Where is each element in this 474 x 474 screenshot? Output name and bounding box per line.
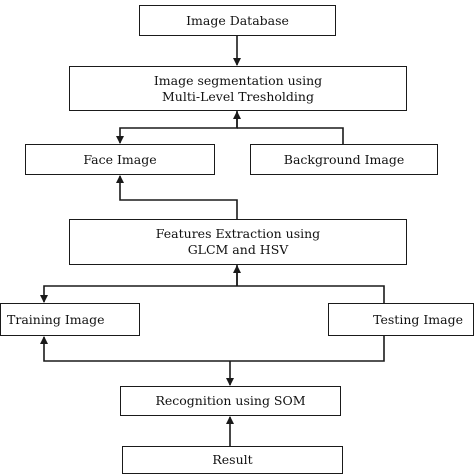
node-testing-image: Testing Image	[328, 303, 474, 336]
node-label: Image Database	[186, 12, 289, 28]
node-label: Image segmentation using Multi-Level Tre…	[153, 72, 323, 104]
node-label: Recognition using SOM	[155, 393, 306, 408]
node-image-segmentation: Image segmentation using Multi-Level Tre…	[69, 66, 407, 111]
node-label: Testing Image	[373, 311, 463, 327]
node-face-image: Face Image	[25, 144, 215, 175]
node-image-database: Image Database	[139, 5, 336, 36]
node-training-image: Training Image	[0, 303, 140, 336]
node-features-extraction: Features Extraction using GLCM and HSV	[69, 219, 407, 265]
arrow-features-to-face	[116, 175, 238, 219]
node-result: Result	[122, 446, 343, 474]
arrow-split-to-training	[40, 285, 237, 303]
node-label: Result	[212, 452, 253, 467]
node-label: Features Extraction using GLCM and HSV	[155, 226, 321, 257]
node-label: Face Image	[83, 151, 157, 167]
connector-testing-to-split	[237, 285, 385, 303]
connector-background-to-split	[237, 127, 344, 144]
node-label: Training Image	[7, 311, 105, 327]
connector-testing-to-merge	[230, 336, 385, 362]
arrow-merge-to-training	[40, 336, 230, 362]
node-label: Background Image	[283, 151, 405, 167]
arrow-segmentation-to-face	[116, 111, 238, 144]
node-recognition: Recognition using SOM	[120, 386, 341, 416]
node-background-image: Background Image	[250, 144, 438, 175]
